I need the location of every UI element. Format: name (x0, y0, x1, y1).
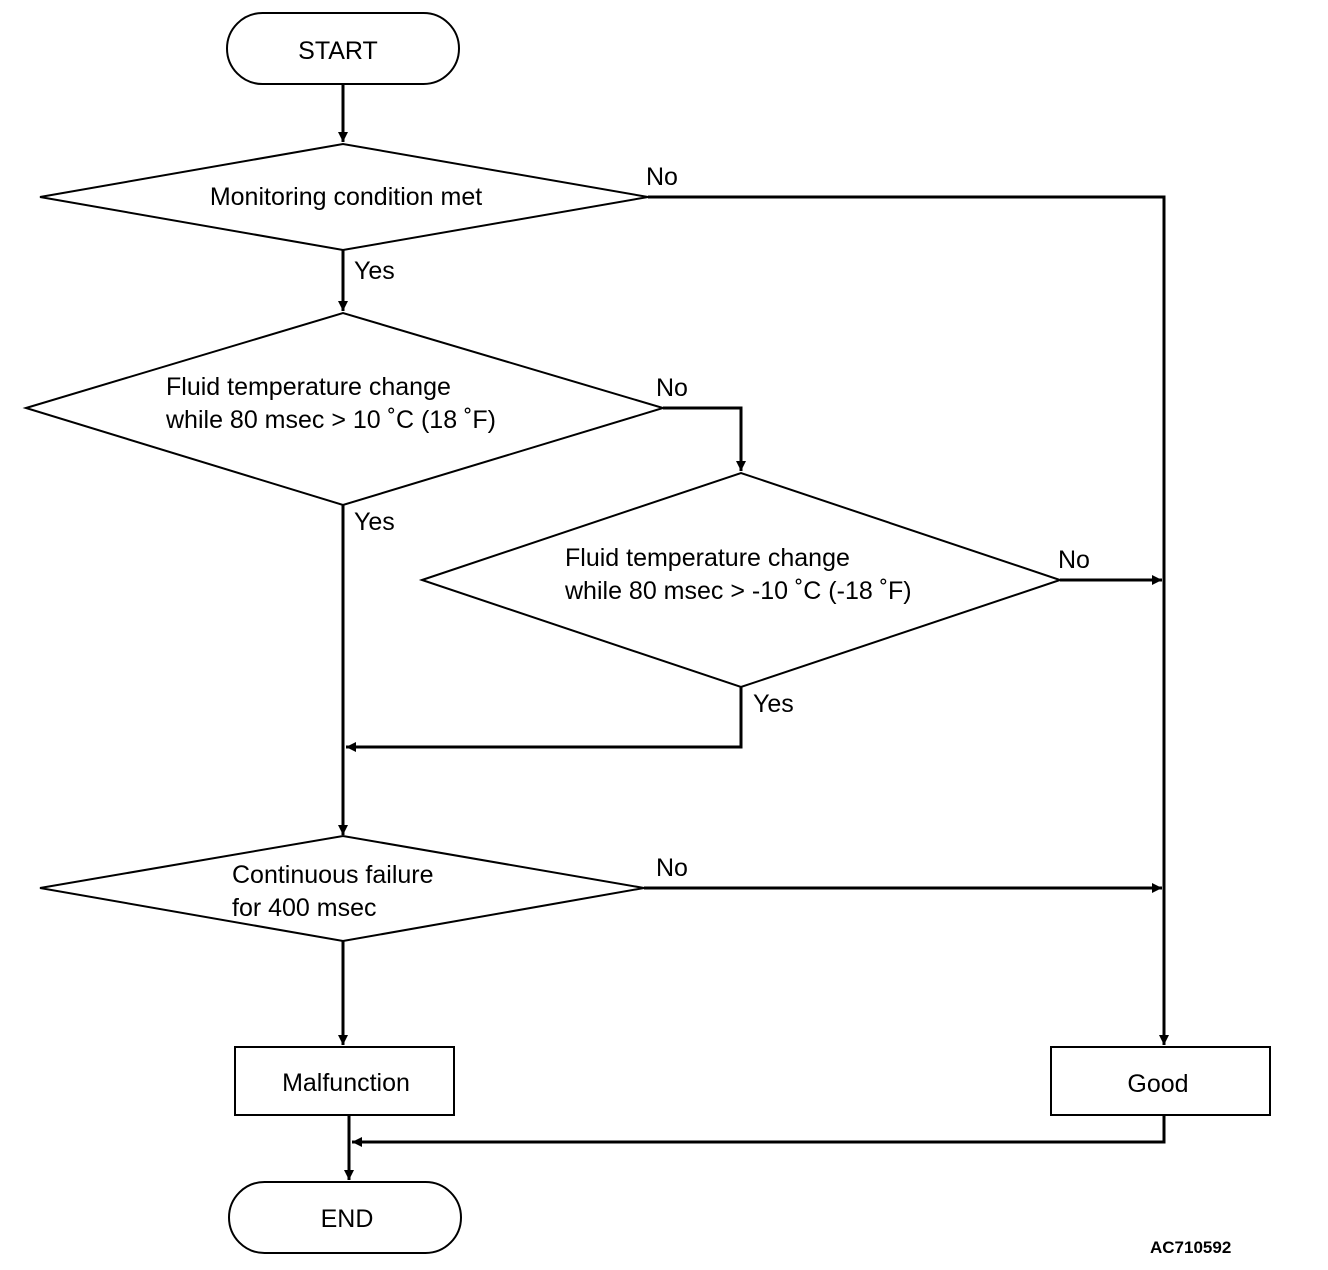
malfunction-node: Malfunction (234, 1046, 455, 1116)
figure-code: AC710592 (1150, 1238, 1231, 1257)
decision-continuous-failure: Continuous failure for 400 msec (39, 834, 645, 943)
good-label: Good (1127, 1070, 1188, 1098)
decision-temp-change-positive: Fluid temperature change while 80 msec >… (22, 311, 667, 507)
edge-labels: No Yes No Yes No Yes No (354, 163, 1090, 882)
label-d1-no: No (646, 163, 678, 191)
end-node: END (228, 1181, 462, 1254)
good-node: Good (1050, 1046, 1271, 1116)
malfunction-label: Malfunction (282, 1069, 410, 1097)
end-label: END (321, 1205, 374, 1233)
decision2-line2: while 80 msec > 10 ˚C (18 ˚F) (165, 406, 496, 434)
edge-d3-yes (346, 687, 743, 752)
decision4-line1: Continuous failure (232, 861, 434, 889)
label-d1-yes: Yes (354, 257, 395, 285)
label-d3-no: No (1058, 546, 1090, 574)
label-d2-no: No (656, 374, 688, 402)
edge-good-to-end (352, 1115, 1166, 1147)
decision3-line2: while 80 msec > -10 ˚C (-18 ˚F) (564, 577, 912, 605)
decision1-label: Monitoring condition met (210, 183, 482, 211)
start-node: START (226, 12, 460, 85)
label-d2-yes: Yes (354, 508, 395, 536)
decision-monitoring-condition: Monitoring condition met (39, 142, 649, 252)
edge-d1-no (648, 195, 1169, 1045)
connectors (338, 84, 1169, 1180)
edge-d2-no (663, 406, 746, 471)
decision3-line1: Fluid temperature change (565, 544, 850, 572)
label-d4-no: No (656, 854, 688, 882)
start-label: START (298, 37, 378, 65)
decision-temp-change-negative: Fluid temperature change while 80 msec >… (418, 471, 1064, 689)
label-d3-yes: Yes (753, 690, 794, 718)
decision2-line1: Fluid temperature change (166, 373, 451, 401)
decision4-line2: for 400 msec (232, 894, 377, 922)
